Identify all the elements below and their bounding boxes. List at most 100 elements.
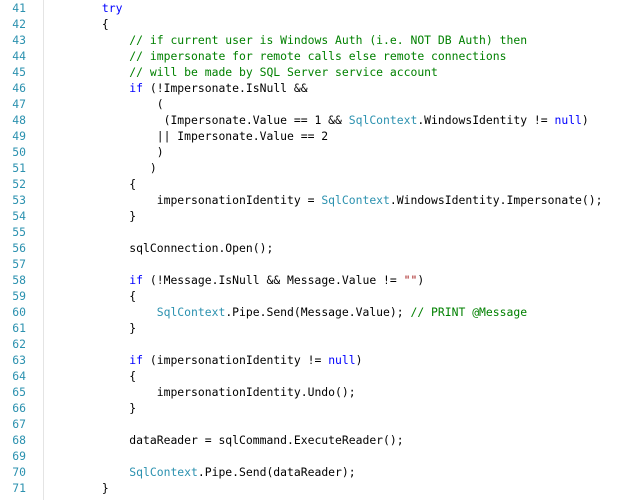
code-line[interactable]: 56 sqlConnection.Open(); (0, 240, 621, 256)
line-number: 56 (12, 241, 26, 255)
comment-token: // impersonate for remote calls else rem… (129, 49, 507, 63)
code-text[interactable]: } (47, 320, 136, 336)
code-line[interactable]: 45 // will be made by SQL Server service… (0, 64, 621, 80)
line-number: 46 (12, 81, 26, 95)
code-line[interactable]: 50 ) (0, 144, 621, 160)
code-text[interactable]: } (47, 208, 136, 224)
code-text[interactable]: { (47, 16, 109, 32)
code-token: .WindowsIdentity != (417, 113, 555, 127)
code-token: { (47, 369, 137, 383)
line-number: 64 (12, 369, 26, 383)
code-text[interactable]: { (47, 176, 136, 192)
code-line[interactable]: 57 (0, 256, 621, 272)
code-text[interactable]: // impersonate for remote calls else rem… (47, 48, 506, 64)
code-line[interactable]: 67 (0, 416, 621, 432)
line-number: 71 (12, 481, 26, 495)
code-token: { (47, 177, 137, 191)
code-line[interactable]: 53 impersonationIdentity = SqlContext.Wi… (0, 192, 621, 208)
line-number: 70 (12, 465, 26, 479)
code-token: ) (417, 273, 425, 287)
code-line[interactable]: 48 (Impersonate.Value == 1 && SqlContext… (0, 112, 621, 128)
code-line[interactable]: 59 { (0, 288, 621, 304)
code-line[interactable]: 42 { (0, 16, 621, 32)
code-text[interactable]: if (!Impersonate.IsNull && (47, 80, 308, 96)
code-line[interactable]: 64 { (0, 368, 621, 384)
line-number: 48 (12, 113, 26, 127)
code-line[interactable]: 71 } (0, 480, 621, 496)
code-token: || Impersonate.Value == 2 (47, 129, 329, 143)
code-token: .Pipe.Send(Message.Value); (225, 305, 411, 319)
code-text[interactable]: { (47, 368, 136, 384)
code-text[interactable]: } (47, 400, 136, 416)
code-token: ) (47, 145, 164, 159)
code-text[interactable]: dataReader = sqlCommand.ExecuteReader(); (47, 432, 404, 448)
line-number: 66 (12, 401, 26, 415)
line-number: 62 (12, 337, 26, 351)
code-line[interactable]: 55 (0, 224, 621, 240)
code-line[interactable]: 66 } (0, 400, 621, 416)
line-number: 45 (12, 65, 26, 79)
code-text[interactable]: sqlConnection.Open(); (47, 240, 273, 256)
code-text[interactable]: } (47, 480, 109, 496)
code-token: } (47, 481, 109, 495)
line-number-gutter (0, 0, 44, 500)
line-number: 51 (12, 161, 26, 175)
code-line[interactable]: 61 } (0, 320, 621, 336)
code-token (47, 1, 102, 15)
code-token: } (47, 401, 137, 415)
code-text[interactable]: impersonationIdentity.Undo(); (47, 384, 356, 400)
code-text[interactable]: ) (47, 144, 164, 160)
line-number: 54 (12, 209, 26, 223)
code-text[interactable]: SqlContext.Pipe.Send(Message.Value); // … (47, 304, 527, 320)
code-line[interactable]: 47 ( (0, 96, 621, 112)
code-line[interactable]: 43 // if current user is Windows Auth (i… (0, 32, 621, 48)
code-line[interactable]: 68 dataReader = sqlCommand.ExecuteReader… (0, 432, 621, 448)
code-line[interactable]: 49 || Impersonate.Value == 2 (0, 128, 621, 144)
code-text[interactable]: impersonationIdentity = SqlContext.Windo… (47, 192, 603, 208)
code-text[interactable]: || Impersonate.Value == 2 (47, 128, 328, 144)
code-text[interactable]: ) (47, 160, 157, 176)
code-line[interactable]: 70 SqlContext.Pipe.Send(dataReader); (0, 464, 621, 480)
line-number: 65 (12, 385, 26, 399)
code-line[interactable]: 41 try (0, 0, 621, 16)
line-number: 58 (12, 273, 26, 287)
line-number: 42 (12, 17, 26, 31)
code-text[interactable]: (Impersonate.Value == 1 && SqlContext.Wi… (47, 112, 589, 128)
code-line[interactable]: 60 SqlContext.Pipe.Send(Message.Value); … (0, 304, 621, 320)
type-token: SqlContext (129, 465, 198, 479)
code-text[interactable]: if (impersonationIdentity != null) (47, 352, 362, 368)
code-token (47, 65, 129, 79)
code-token (47, 33, 129, 47)
code-line[interactable]: 54 } (0, 208, 621, 224)
code-line[interactable]: 69 (0, 448, 621, 464)
code-text[interactable]: // will be made by SQL Server service ac… (47, 64, 438, 80)
line-number: 47 (12, 97, 26, 111)
code-line[interactable]: 65 impersonationIdentity.Undo(); (0, 384, 621, 400)
code-text[interactable]: { (47, 288, 136, 304)
code-token: impersonationIdentity.Undo(); (47, 385, 356, 399)
code-token: (impersonationIdentity != (143, 353, 329, 367)
code-line[interactable]: 51 ) (0, 160, 621, 176)
code-token (47, 273, 129, 287)
code-text[interactable]: ( (47, 96, 164, 112)
line-number: 52 (12, 177, 26, 191)
code-line[interactable]: 63 if (impersonationIdentity != null) (0, 352, 621, 368)
type-token: SqlContext (156, 305, 226, 319)
code-line[interactable]: 44 // impersonate for remote calls else … (0, 48, 621, 64)
code-token: (!Impersonate.IsNull && (143, 81, 308, 95)
code-text[interactable]: SqlContext.Pipe.Send(dataReader); (47, 464, 355, 480)
code-line[interactable]: 58 if (!Message.IsNull && Message.Value … (0, 272, 621, 288)
code-token: } (47, 321, 137, 335)
code-token: dataReader = sqlCommand.ExecuteReader(); (47, 433, 404, 447)
code-text[interactable]: // if current user is Windows Auth (i.e.… (47, 32, 527, 48)
code-line[interactable]: 52 { (0, 176, 621, 192)
code-token: (!Message.IsNull && Message.Value != (143, 273, 404, 287)
code-token: { (47, 17, 109, 31)
code-line[interactable]: 46 if (!Impersonate.IsNull && (0, 80, 621, 96)
code-line[interactable]: 62 (0, 336, 621, 352)
comment-token: // PRINT @Message (410, 305, 528, 319)
code-text[interactable]: try (47, 0, 123, 16)
line-number: 41 (12, 1, 26, 15)
code-text[interactable]: if (!Message.IsNull && Message.Value != … (47, 272, 424, 288)
